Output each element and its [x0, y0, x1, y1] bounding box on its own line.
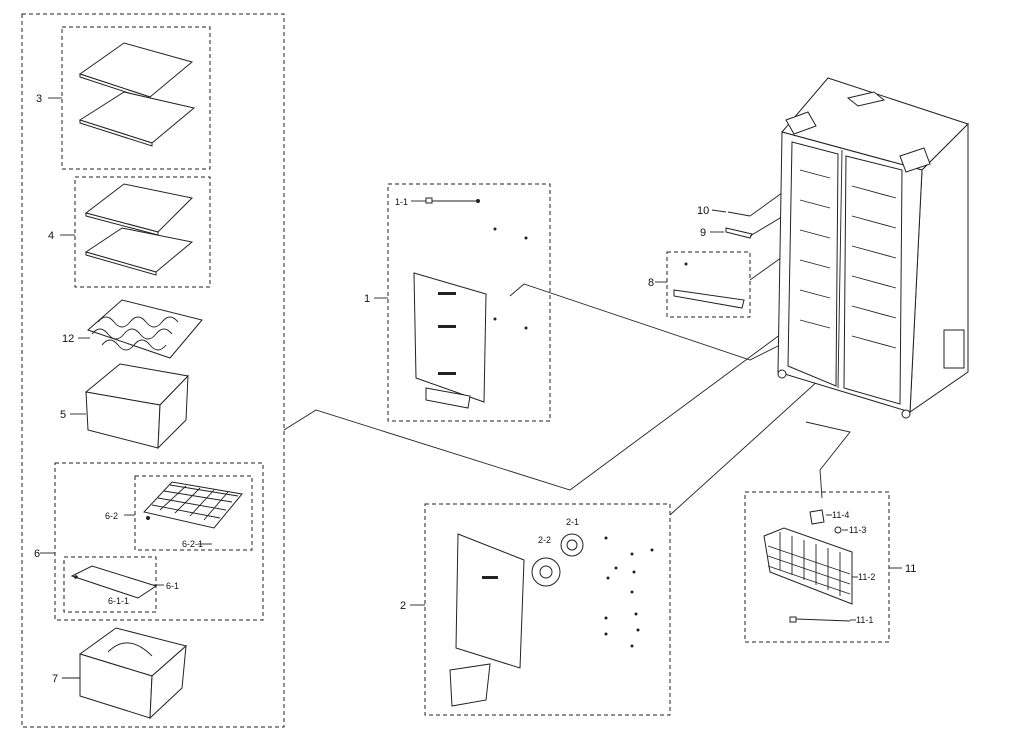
callout-7: 7: [52, 673, 58, 685]
callout-6-2-1: 6-2-1: [182, 539, 203, 549]
callout-6-1-1: 6-1-1: [108, 596, 129, 606]
part-2-group: [410, 369, 831, 716]
callout-11-4: 11-4: [832, 510, 849, 520]
part-4-shelf-group: [60, 176, 211, 288]
part-5-crisper-drawer: [70, 363, 190, 450]
left-parts-group-box: [21, 13, 285, 728]
part-12-wine-rack: [78, 299, 203, 359]
callout-9: 9: [700, 227, 706, 239]
callout-1-1: 1-1: [395, 197, 408, 207]
refrigerator-cabinet: [777, 77, 969, 499]
callout-12: 12: [62, 333, 74, 345]
part-6-group: [40, 462, 264, 621]
leader-left-group: [283, 319, 801, 491]
callout-6: 6: [34, 548, 40, 560]
callout-6-2: 6-2: [105, 511, 118, 521]
callout-11-3: 11-3: [849, 525, 866, 535]
callout-11-2: 11-2: [858, 572, 875, 582]
callout-1: 1: [364, 293, 370, 305]
callout-4: 4: [48, 230, 54, 242]
callout-6-1: 6-1: [166, 581, 179, 591]
callout-2-2: 2-2: [538, 535, 551, 545]
callout-11-1: 11-1: [856, 615, 873, 625]
part-11-group: [744, 491, 902, 643]
callout-3: 3: [36, 93, 42, 105]
part-7-bin: [62, 627, 188, 720]
part-1-group: [374, 183, 791, 422]
callout-2-1: 2-1: [566, 517, 579, 527]
part-3-shelf-group: [48, 26, 211, 170]
callout-5: 5: [60, 409, 66, 421]
callout-2: 2: [400, 600, 406, 612]
callout-8: 8: [648, 277, 654, 289]
callout-10: 10: [697, 205, 709, 217]
callout-11: 11: [905, 563, 916, 575]
